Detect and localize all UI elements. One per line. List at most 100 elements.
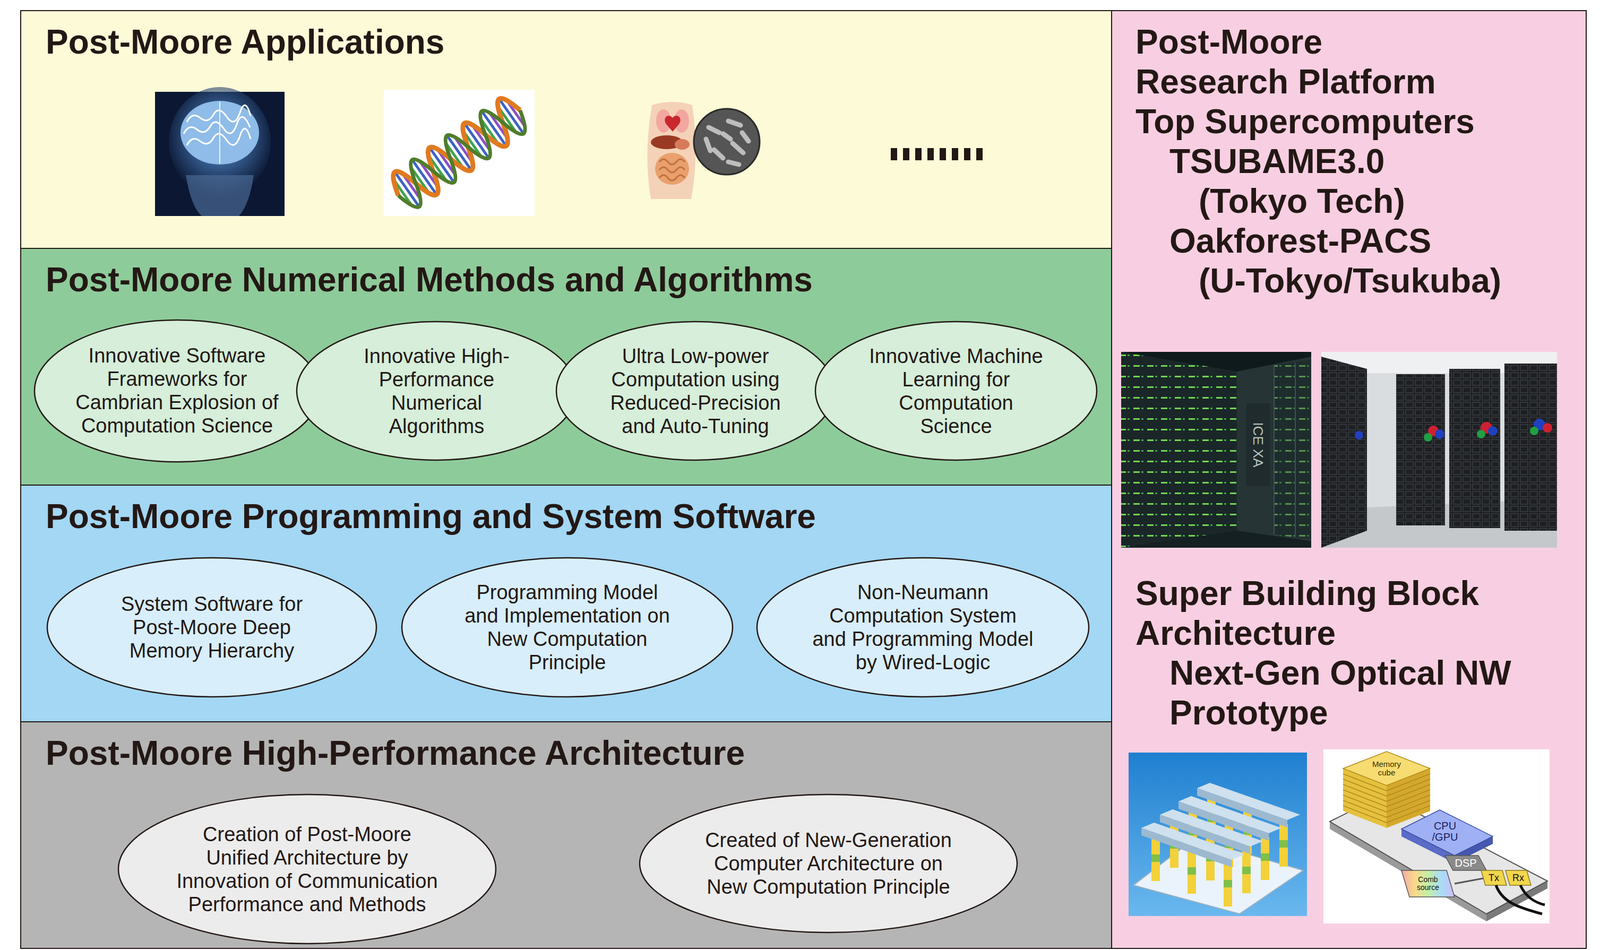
building-block-image-part-part [1243, 811, 1252, 855]
optical-network-prototype-image-part-part [1343, 795, 1387, 813]
optical-network-prototype-image-part [1505, 870, 1531, 886]
dna-image-part-part [454, 136, 473, 163]
tsubame-photo-part [1121, 530, 1312, 548]
tsubame-photo-part [1273, 365, 1275, 536]
ellipse-outline [117, 793, 497, 945]
band-title: Post-Moore Numerical Methods and Algorit… [45, 260, 1112, 300]
tsubame-photo [1121, 351, 1312, 548]
optical-network-prototype-image-part-part [1343, 805, 1387, 823]
panel-heading: Oakforest-PACS [1169, 221, 1586, 262]
dna-image-part-part [412, 159, 437, 195]
ellipsis-dashes-part [927, 148, 934, 161]
optical-network-prototype-image-part-part [1343, 789, 1387, 807]
building-block-image-part-part [1170, 825, 1179, 868]
brain-image-part [180, 100, 260, 165]
organs-image-part-part [732, 143, 744, 153]
oakforest-photo-part [1321, 351, 1558, 374]
building-block-image-part [1133, 838, 1304, 915]
ellipse-text: Programming Model and Implementation on … [461, 580, 674, 675]
research-topic-ellipse: System Software for Post-Moore Deep Memo… [46, 556, 378, 699]
ellipse-shape [556, 321, 835, 461]
optical-network-prototype-image-part [1329, 821, 1487, 922]
brain-image-part [168, 87, 271, 198]
optical-network-prototype-image-part [1481, 870, 1507, 886]
optical-network-prototype-image-part-part [1386, 789, 1431, 807]
building-block-image-part [1170, 841, 1251, 875]
research-topic-ellipse: Innovative Software Frameworks for Cambr… [33, 319, 322, 463]
building-block-image-part-part [1242, 850, 1251, 894]
organs-image-part [664, 115, 681, 132]
ellipse-shape [639, 794, 1018, 933]
tsubame-photo-part [1274, 359, 1312, 539]
panel-heading: Post-Moore Research Platform [1135, 22, 1455, 102]
oakforest-photo [1321, 351, 1558, 548]
dna-image-part-part [464, 123, 489, 159]
oakforest-photo-part [1321, 499, 1558, 548]
organs-image [647, 101, 760, 200]
oakforest-photo-part [1529, 426, 1539, 436]
ellipse-outline [555, 320, 836, 462]
building-block-image-part-part [1207, 798, 1216, 842]
building-block-image-part [1178, 796, 1282, 834]
building-block-image-part-part [1151, 838, 1160, 882]
building-block-image-part-part [1170, 841, 1179, 849]
organs-image-part [659, 159, 685, 181]
oakforest-photo-part [1423, 433, 1433, 442]
oakforest-photo-part [1354, 431, 1364, 440]
building-block-image-part-part [1242, 866, 1251, 875]
dna-image-part-part [394, 171, 420, 208]
building-block-image-part [1207, 798, 1288, 867]
building-block-image-part-part [1187, 851, 1197, 894]
research-topic-ellipse: Creation of Post-Moore Unified Architect… [117, 793, 497, 945]
tsubame-photo-part [1121, 351, 1237, 548]
tsubame-photo-part [1246, 403, 1270, 487]
ellipse-shape [296, 321, 577, 461]
chip-part-label: Comb source [1414, 875, 1442, 892]
tsubame-photo-part [1236, 356, 1312, 542]
dna-image [383, 89, 535, 217]
research-topic-ellipse: Non-Neumann Computation System and Progr… [755, 556, 1090, 699]
dna-image-part-part [506, 100, 525, 127]
optical-network-prototype-image-part-part [1386, 805, 1431, 823]
numerical-methods-band: Post-Moore Numerical Methods and Algorit… [20, 247, 1113, 486]
ellipse-text: Innovative Software Frameworks for Cambr… [67, 343, 286, 438]
optical-network-prototype-image-part [1323, 749, 1550, 924]
optical-network-prototype-image-part-part [1343, 800, 1387, 818]
organs-image-part-part [706, 139, 711, 151]
architecture-band: Post-Moore High-Performance Architecture… [20, 721, 1113, 950]
research-platform-panel: Post-Moore Research PlatformTop Supercom… [1111, 10, 1587, 950]
optical-network-prototype-image-part-part [1386, 795, 1431, 813]
optical-network-prototype-image-part [1520, 885, 1545, 906]
chip-part-label: Tx [1486, 873, 1501, 884]
ellipsis-dashes-part [915, 148, 922, 161]
optical-network-prototype-image-part [1329, 795, 1548, 915]
building-block-image-part-part [1279, 824, 1288, 867]
dna-image-part-part [480, 118, 499, 145]
ellipse-outline [755, 556, 1090, 699]
panel-heading: (U-Tokyo/Tsukuba) [1198, 261, 1586, 301]
optical-network-prototype-image-part [1444, 855, 1487, 871]
building-block-image-part [1197, 788, 1288, 828]
optical-network-prototype-image-part-part [1386, 779, 1431, 797]
ellipse-shape [47, 557, 377, 698]
optical-network-prototype-image-part [1454, 878, 1484, 884]
ellipse-outline [400, 556, 734, 699]
organs-image-part-part [742, 132, 749, 142]
oakforest-photo-part [1476, 429, 1486, 439]
band-title: Post-Moore High-Performance Architecture [45, 733, 1112, 774]
building-block-image-part-part [1206, 838, 1215, 881]
organs-image-part [693, 108, 760, 175]
oakforest-photo-part [1480, 422, 1493, 434]
ellipse-shape [34, 320, 321, 462]
optical-network-prototype-image-part-part [1386, 800, 1431, 818]
optical-network-prototype-image-part [1343, 768, 1387, 829]
oakforest-photo-part [1428, 425, 1439, 437]
dna-image-part-part [489, 112, 508, 139]
ellipse-outline [814, 320, 1098, 462]
oakforest-photo-part [1321, 351, 1558, 548]
organs-image-part-part [723, 133, 731, 140]
dna-image-part-part [445, 142, 464, 169]
building-block-image-part-part [1151, 854, 1160, 863]
optical-network-prototype-image-part [1454, 836, 1493, 864]
oakforest-photo-part [1321, 356, 1367, 548]
